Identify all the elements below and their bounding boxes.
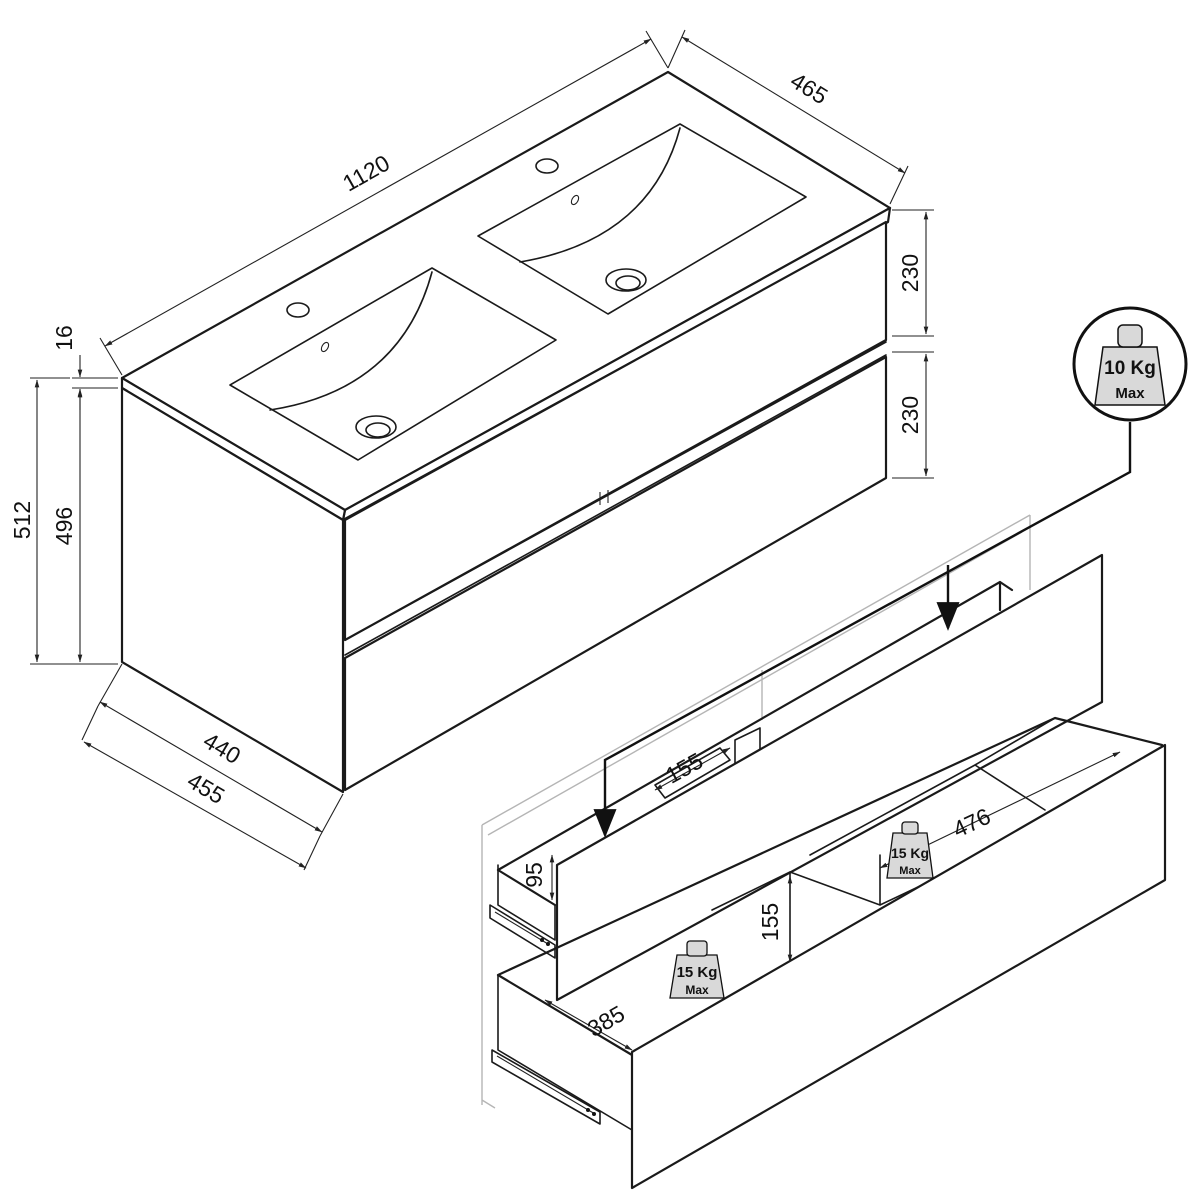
cabinet-side-panel bbox=[120, 386, 345, 794]
dim-top-thickness: 16 bbox=[51, 325, 77, 351]
center-gap-mark bbox=[599, 490, 609, 505]
weight-callout-arrow bbox=[593, 422, 1132, 838]
dim-lower-inner-height: 155 bbox=[757, 903, 783, 941]
weight-max-front: Max bbox=[685, 983, 709, 997]
vanity-cabinet bbox=[120, 70, 892, 794]
weight-badge-10kg: 10 Kg Max bbox=[1072, 306, 1188, 422]
weight-value-back: 15 Kg bbox=[891, 845, 929, 861]
dim-drawer-upper: 230 bbox=[897, 254, 923, 292]
upper-drawer-open bbox=[489, 553, 1104, 1002]
weight-max-back: Max bbox=[899, 865, 921, 877]
upper-drawer-front-open bbox=[555, 553, 1104, 1002]
drawer-slide-icon-lower bbox=[491, 1049, 601, 1125]
upper-drawer-front bbox=[343, 220, 888, 642]
lower-drawer-front bbox=[343, 355, 888, 792]
drawer-slide-icon bbox=[489, 904, 556, 959]
weight-value-front: 15 Kg bbox=[677, 964, 718, 981]
weight-badge-15kg-front: 15 Kg Max bbox=[669, 940, 725, 999]
weight-value-upper: 10 Kg bbox=[1104, 358, 1156, 379]
ghost-cabinet-outline bbox=[481, 514, 1031, 1109]
weight-max-upper: Max bbox=[1115, 385, 1145, 402]
drawer-handle-groove bbox=[344, 341, 887, 656]
dim-lower-inner-depth: 385 bbox=[583, 1000, 629, 1042]
dim-width: 1120 bbox=[338, 150, 394, 197]
dim-total-height: 512 bbox=[9, 501, 35, 539]
dim-drawer-lower: 230 bbox=[897, 396, 923, 434]
dim-body-height: 496 bbox=[51, 507, 77, 545]
weight-badge-15kg-back: 15 Kg Max bbox=[886, 821, 934, 879]
dim-upper-inner-height: 95 bbox=[521, 862, 547, 888]
dim-drawer-inner-width: 476 bbox=[949, 803, 995, 843]
dim-body-depth: 440 bbox=[199, 727, 245, 769]
dim-depth-top: 465 bbox=[786, 67, 832, 109]
